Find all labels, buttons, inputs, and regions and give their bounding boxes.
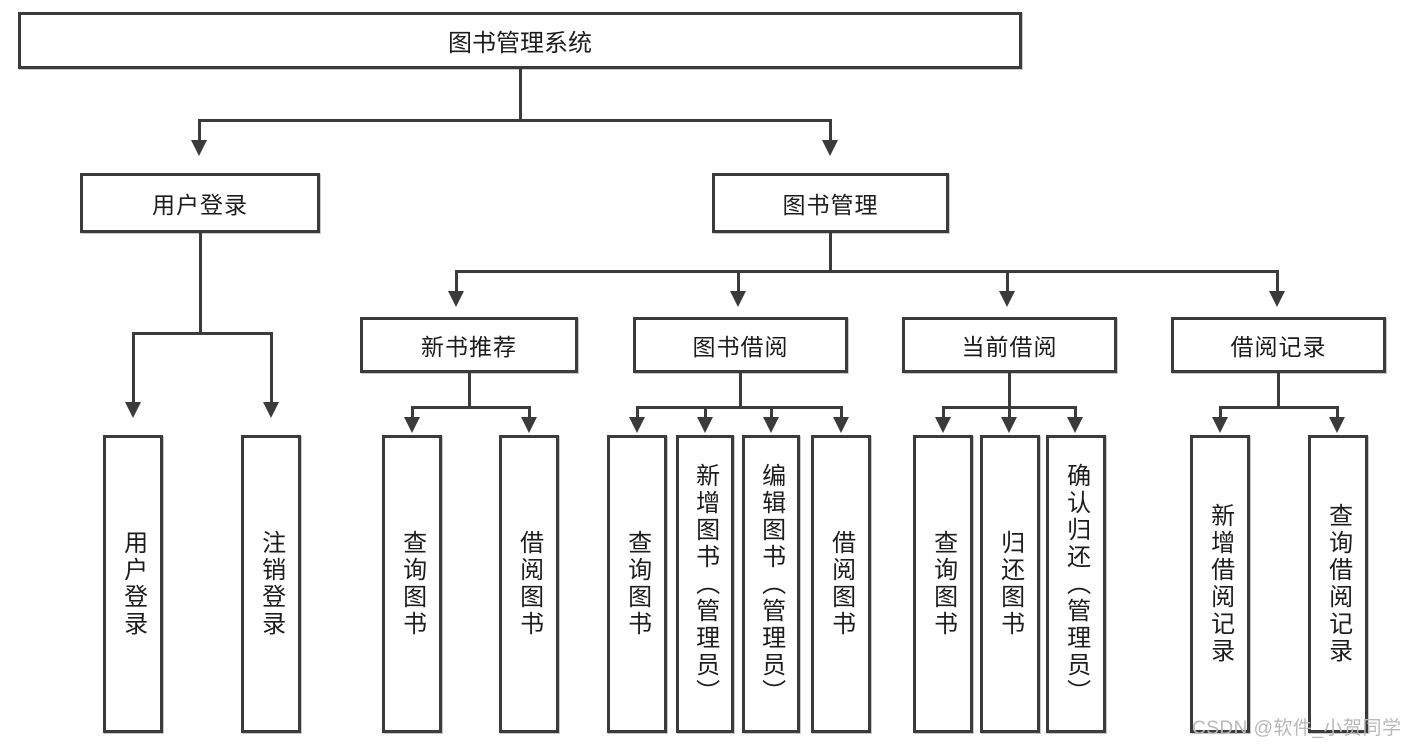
node-root-book-management-system[interactable]: 图书管理系统 <box>18 12 1022 69</box>
edge-root-to-user-login <box>198 119 201 143</box>
arrowhead-cb-to-leaf-3 <box>1067 417 1083 433</box>
leaf-query-book-2[interactable]: 查询图书 <box>607 435 667 733</box>
edge-user-login-to-leaf-1 <box>132 332 135 405</box>
arrowhead-br-to-leaf-1 <box>1212 417 1228 433</box>
node-label: 查询借阅记录 <box>1324 503 1352 665</box>
arrowhead-root-to-book-management <box>822 140 838 156</box>
arrowhead-user-login-to-leaf-2 <box>263 402 279 418</box>
edge-nbr-to-leaf-2 <box>528 406 531 420</box>
leaf-borrow-book-2[interactable]: 借阅图书 <box>811 435 871 733</box>
edge-bm-to-new-book-recommend <box>455 270 458 294</box>
edge-user-login-split-bar <box>132 332 273 335</box>
edge-bb-split-bar <box>636 406 843 409</box>
arrowhead-br-to-leaf-2 <box>1329 417 1345 433</box>
node-label: 图书管理系统 <box>448 30 592 57</box>
node-label: 查询图书 <box>398 530 426 638</box>
edge-book-management-split-bar <box>455 270 1279 273</box>
edge-root-stem <box>519 69 522 120</box>
leaf-return-book[interactable]: 归还图书 <box>980 435 1040 733</box>
arrowhead-bm-to-book-borrow <box>730 291 746 307</box>
arrowhead-nbr-to-leaf-1 <box>404 417 420 433</box>
node-book-management[interactable]: 图书管理 <box>712 173 949 233</box>
arrowhead-nbr-to-leaf-2 <box>521 417 537 433</box>
leaf-add-book-admin[interactable]: 新增图书（管理员） <box>676 435 734 733</box>
edge-br-to-leaf-2 <box>1336 406 1339 420</box>
node-new-book-recommend[interactable]: 新书推荐 <box>360 317 578 373</box>
leaf-confirm-return-admin[interactable]: 确认归还（管理员） <box>1046 435 1106 733</box>
leaf-add-borrow-record[interactable]: 新增借阅记录 <box>1190 435 1250 733</box>
node-label: 当前借阅 <box>961 334 1058 360</box>
edge-user-login-to-leaf-2 <box>270 332 273 405</box>
edge-nbr-stem <box>468 373 471 408</box>
edge-root-split-bar <box>198 119 832 122</box>
edge-bm-to-current-borrow <box>1006 270 1009 294</box>
edge-cb-to-leaf-1 <box>942 406 945 420</box>
edge-cb-stem <box>1008 373 1011 408</box>
arrowhead-bm-to-borrow-record <box>1269 291 1285 307</box>
node-current-borrow[interactable]: 当前借阅 <box>902 317 1117 373</box>
arrowhead-bb-to-leaf-3 <box>763 417 779 433</box>
arrowhead-user-login-to-leaf-1 <box>125 402 141 418</box>
node-label: 查询图书 <box>623 530 651 638</box>
leaf-borrow-book-1[interactable]: 借阅图书 <box>499 435 559 733</box>
arrowhead-bm-to-current-borrow <box>999 291 1015 307</box>
edge-bb-to-leaf-1 <box>636 406 639 420</box>
arrowhead-root-to-user-login <box>191 140 207 156</box>
node-label: 新书推荐 <box>421 334 517 360</box>
node-book-borrow[interactable]: 图书借阅 <box>633 317 848 373</box>
edge-br-to-leaf-1 <box>1219 406 1222 420</box>
arrowhead-cb-to-leaf-2 <box>1001 417 1017 433</box>
edge-br-split-bar <box>1219 406 1339 409</box>
arrowhead-bb-to-leaf-4 <box>833 417 849 433</box>
node-label: 确认归还（管理员） <box>1062 462 1090 706</box>
edge-bb-to-leaf-3 <box>770 406 773 420</box>
edge-user-login-stem <box>199 233 202 334</box>
node-label: 用户登录 <box>152 192 248 218</box>
leaf-edit-book-admin[interactable]: 编辑图书（管理员） <box>742 435 800 733</box>
edge-nbr-to-leaf-1 <box>411 406 414 420</box>
leaf-query-borrow-record[interactable]: 查询借阅记录 <box>1308 435 1368 733</box>
arrowhead-bb-to-leaf-2 <box>697 417 713 433</box>
arrowhead-cb-to-leaf-1 <box>935 417 951 433</box>
node-label: 图书管理 <box>782 192 879 218</box>
node-user-login[interactable]: 用户登录 <box>80 173 320 233</box>
watermark-text: CSDN @软件_小贺同学 <box>1192 718 1402 739</box>
edge-bm-to-book-borrow <box>737 270 740 294</box>
edge-bb-stem <box>739 373 742 408</box>
node-label: 查询图书 <box>929 530 957 638</box>
edge-cb-to-leaf-2 <box>1008 406 1011 420</box>
edge-bm-to-borrow-record <box>1276 270 1279 294</box>
edge-cb-to-leaf-3 <box>1074 406 1077 420</box>
csdn-watermark: CSDN @软件_小贺同学 <box>1192 713 1401 740</box>
node-label: 归还图书 <box>996 530 1024 638</box>
node-label: 用户登录 <box>119 530 147 638</box>
edge-bb-to-leaf-2 <box>704 406 707 420</box>
leaf-query-book-3[interactable]: 查询图书 <box>913 435 973 733</box>
leaf-query-book-1[interactable]: 查询图书 <box>382 435 442 733</box>
arrowhead-bb-to-leaf-1 <box>629 417 645 433</box>
node-label: 新增图书（管理员） <box>691 462 719 706</box>
node-label: 借阅图书 <box>515 530 543 638</box>
node-label: 注销登录 <box>257 530 285 638</box>
leaf-user-login[interactable]: 用户登录 <box>103 435 163 733</box>
arrowhead-bm-to-new-book-recommend <box>448 291 464 307</box>
edge-book-management-stem <box>829 233 832 273</box>
edge-nbr-split-bar <box>411 406 531 409</box>
node-label: 借阅图书 <box>827 530 855 638</box>
edge-root-to-book-management <box>829 119 832 143</box>
node-label: 编辑图书（管理员） <box>757 462 785 706</box>
node-label: 借阅记录 <box>1230 334 1327 360</box>
node-label: 新增借阅记录 <box>1206 503 1234 665</box>
edge-br-stem <box>1277 373 1280 408</box>
leaf-user-logout[interactable]: 注销登录 <box>241 435 301 733</box>
node-borrow-record[interactable]: 借阅记录 <box>1171 317 1386 373</box>
edge-bb-to-leaf-4 <box>840 406 843 420</box>
node-label: 图书借阅 <box>692 334 789 360</box>
